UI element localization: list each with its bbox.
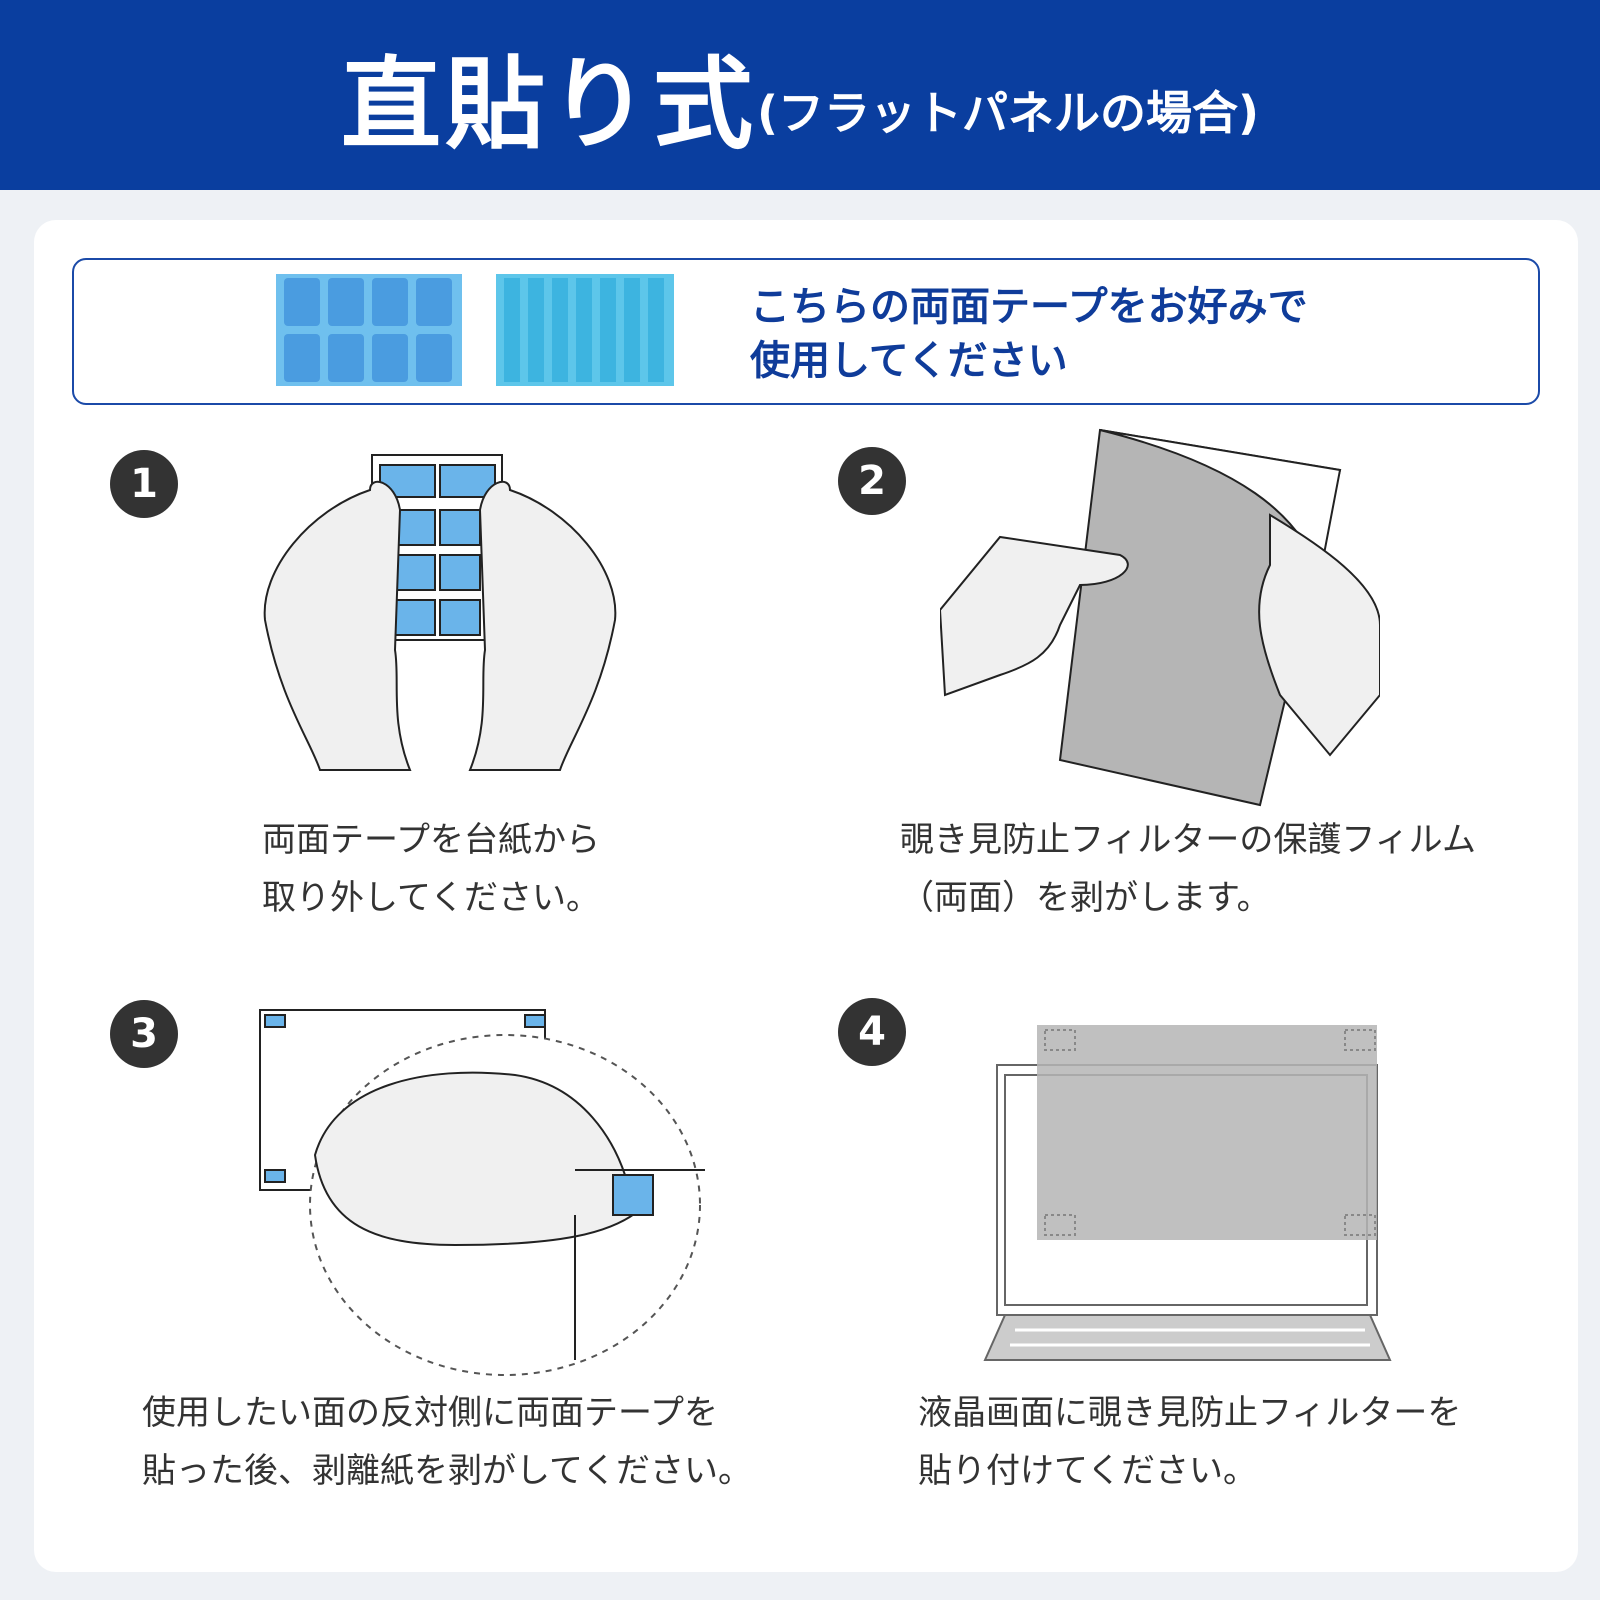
step-4-number: 4 (838, 998, 906, 1066)
step-2-number: 2 (838, 447, 906, 515)
step-2-caption: 覗き見防止フィルターの保護フィルム（両面）を剥がします。 (900, 820, 1476, 918)
step-3-illustration (259, 1009, 705, 1376)
step-1-caption: 両面テープを台紙から取り外してください。 (262, 820, 600, 918)
step-4-caption: 液晶画面に覗き見防止フィルターを貼り付けてください。 (918, 1393, 1462, 1491)
page-subtitle: (フラットパネルの場合) (756, 86, 1260, 140)
step-3-caption: 使用したい面の反対側に両面テープを貼った後、剥離紙を剥がしてください。 (142, 1393, 752, 1491)
page-header: 直貼り式 (フラットパネルの場合) (0, 0, 1600, 190)
tape-sheets-illustration (276, 274, 674, 386)
step-1-illustration (263, 454, 617, 771)
step-2-illustration (940, 428, 1380, 807)
step-3-number: 3 (110, 1000, 178, 1068)
step-1-number: 1 (110, 450, 178, 518)
step-4-illustration (983, 1025, 1392, 1361)
banner-text: こちらの両面テープをお好みで 使用してください (750, 284, 1308, 384)
page-title: 直貼り式 (340, 45, 757, 163)
